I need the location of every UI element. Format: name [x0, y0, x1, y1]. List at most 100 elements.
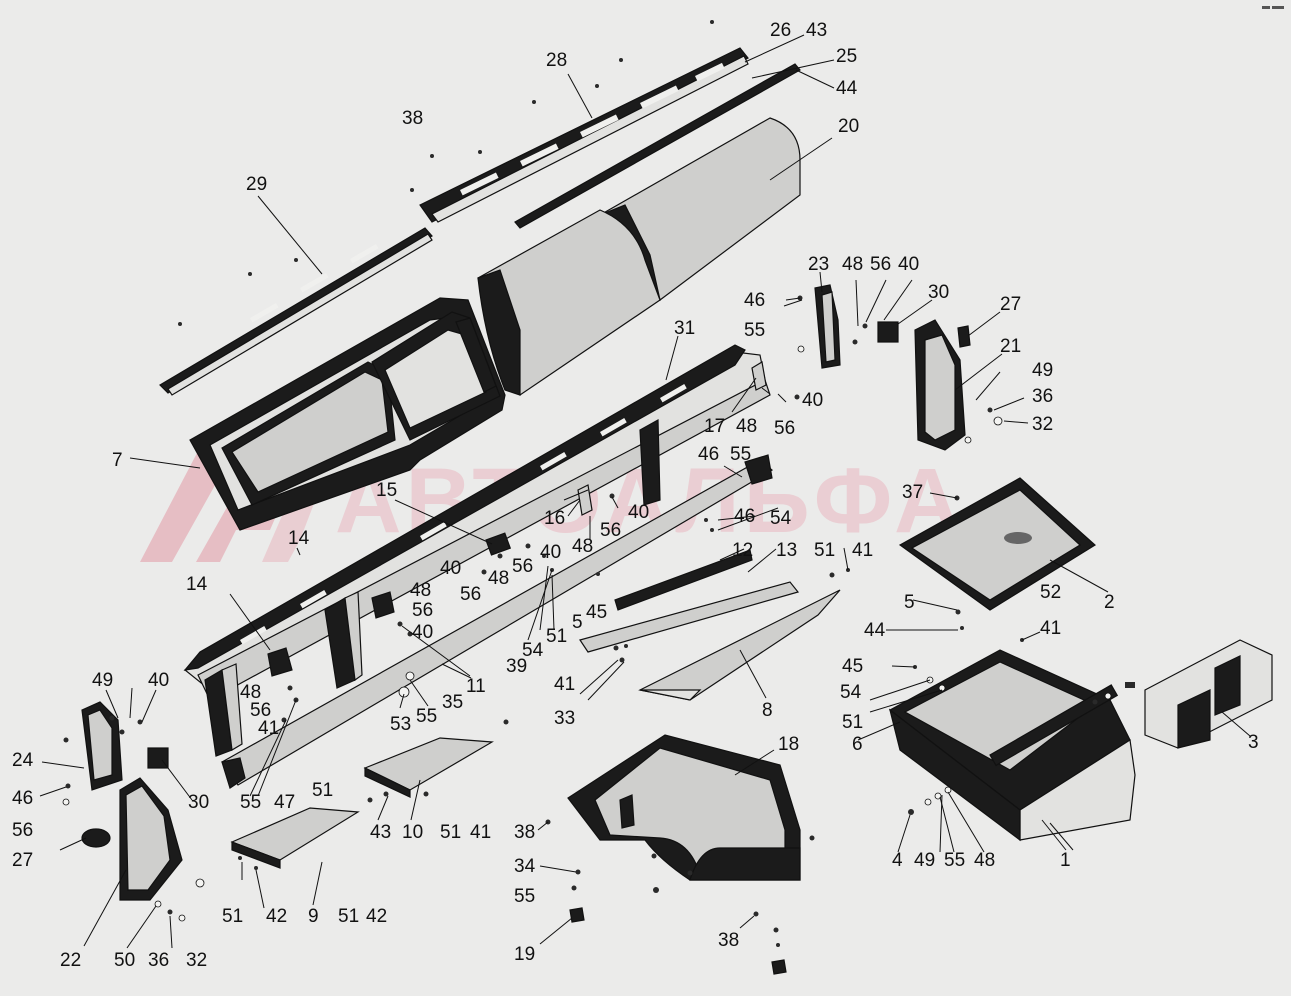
- callout-label: 40: [628, 502, 649, 523]
- part-11-support-bar: [221, 454, 774, 789]
- part-10-shelf: [363, 737, 494, 798]
- part-18-lower-console: [567, 734, 801, 881]
- callout-label: 45: [586, 602, 607, 623]
- callout-label: 14: [186, 574, 208, 595]
- callout-label: 47: [274, 792, 295, 813]
- callout-label: 50: [114, 950, 135, 971]
- callout-label: 32: [186, 950, 207, 971]
- rail-brackets: [204, 418, 661, 757]
- callout-label: 7: [112, 450, 123, 471]
- callout-label: 43: [370, 822, 391, 843]
- callout-label: 19: [514, 944, 535, 965]
- callout-label: 56: [512, 556, 533, 577]
- callout-label: 10: [402, 822, 423, 843]
- callout-label: 18: [778, 734, 799, 755]
- callout-label: 44: [836, 78, 858, 99]
- callout-label: 40: [898, 254, 919, 275]
- callout-label: 13: [776, 540, 797, 561]
- callout-label: 48: [974, 850, 995, 871]
- callout-label: 48: [488, 568, 509, 589]
- callout-label: 44: [864, 620, 886, 641]
- callout-label: 41: [470, 822, 491, 843]
- callout-label: 56: [600, 520, 621, 541]
- callout-label: 32: [1032, 414, 1053, 435]
- part-12-block: [614, 549, 753, 611]
- callout-label: 51: [222, 906, 243, 927]
- callout-label: 5: [572, 612, 583, 633]
- part-27-ring-left: [81, 828, 111, 848]
- callout-label: 45: [842, 656, 863, 677]
- callout-label: 12: [732, 540, 753, 561]
- part-1-box-shell: [888, 708, 1136, 842]
- callout-label: 42: [366, 906, 387, 927]
- callout-label: 17: [704, 416, 725, 437]
- callout-label: 29: [246, 174, 267, 195]
- callout-label: 54: [840, 682, 862, 703]
- callout-label: 54: [770, 508, 792, 529]
- part-30-knob-right: [877, 321, 899, 343]
- callout-label: 51: [814, 540, 835, 561]
- parts: [62, 20, 1273, 975]
- part-25-strip: [514, 63, 801, 229]
- callout-label: 5: [904, 592, 915, 613]
- callout-label: 56: [250, 700, 271, 721]
- callout-label: 46: [734, 506, 755, 527]
- callout-label: 41: [1040, 618, 1061, 639]
- callout-label: 21: [1000, 336, 1021, 357]
- part-21-right-bracket: [914, 319, 966, 451]
- callout-label: 48: [842, 254, 863, 275]
- part-27-clip-right: [957, 325, 971, 348]
- callout-label: 51: [546, 626, 567, 647]
- callout-label: 51: [312, 780, 333, 801]
- callout-label: 27: [12, 850, 33, 871]
- callout-label: 55: [240, 792, 261, 813]
- callout-label: 9: [308, 906, 319, 927]
- callout-label: 56: [460, 584, 481, 605]
- callout-label: 16: [544, 508, 565, 529]
- callout-label: 25: [836, 46, 857, 67]
- callout-label: 37: [902, 482, 923, 503]
- callout-label: 40: [440, 558, 461, 579]
- callout-label: 15: [376, 480, 397, 501]
- part-14-bracket-upper: [371, 591, 395, 619]
- callout-label: 4: [892, 850, 903, 871]
- callout-label: 51: [338, 906, 359, 927]
- callout-label: 55: [514, 886, 535, 907]
- callout-label: 28: [546, 50, 567, 71]
- callout-label: 51: [842, 712, 863, 733]
- callout-label: 26: [770, 20, 791, 41]
- callout-label: 33: [554, 708, 575, 729]
- callout-label: 46: [12, 788, 33, 809]
- callout-label: 40: [540, 542, 561, 563]
- callouts: 1 2 3 4 5 5 6 7 8 9 10 11 12 13 14 14 15…: [12, 20, 1259, 971]
- callout-label: 49: [914, 850, 935, 871]
- callout-label: 38: [718, 930, 739, 951]
- callout-label: 31: [674, 318, 695, 339]
- part-6-box: [888, 649, 1131, 811]
- callout-label: 43: [806, 20, 827, 41]
- callout-label: 30: [928, 282, 949, 303]
- callout-label: 48: [410, 580, 431, 601]
- callout-label: 41: [258, 718, 279, 739]
- callout-label: 24: [12, 750, 34, 771]
- callout-label: 55: [944, 850, 965, 871]
- part-29-left-trim: [159, 227, 433, 396]
- part-30-knob-left: [147, 747, 169, 769]
- part-22-left-bracket: [119, 777, 183, 901]
- corner-mark: [1262, 6, 1284, 9]
- callout-label: 11: [466, 676, 486, 697]
- part-14-bracket-lower: [267, 647, 293, 677]
- callout-label: 40: [148, 670, 169, 691]
- callout-label: 39: [506, 656, 527, 677]
- part-9-shelf: [230, 807, 360, 869]
- part-17-clip: [751, 361, 767, 391]
- callout-label: 2: [1104, 592, 1115, 613]
- callout-label: 51: [440, 822, 461, 843]
- callout-label: 49: [92, 670, 113, 691]
- callout-label: 27: [1000, 294, 1021, 315]
- part-28-upper-trim: [419, 47, 749, 223]
- callout-label: 55: [416, 706, 437, 727]
- callout-label: 34: [514, 856, 536, 877]
- callout-label: 46: [744, 290, 765, 311]
